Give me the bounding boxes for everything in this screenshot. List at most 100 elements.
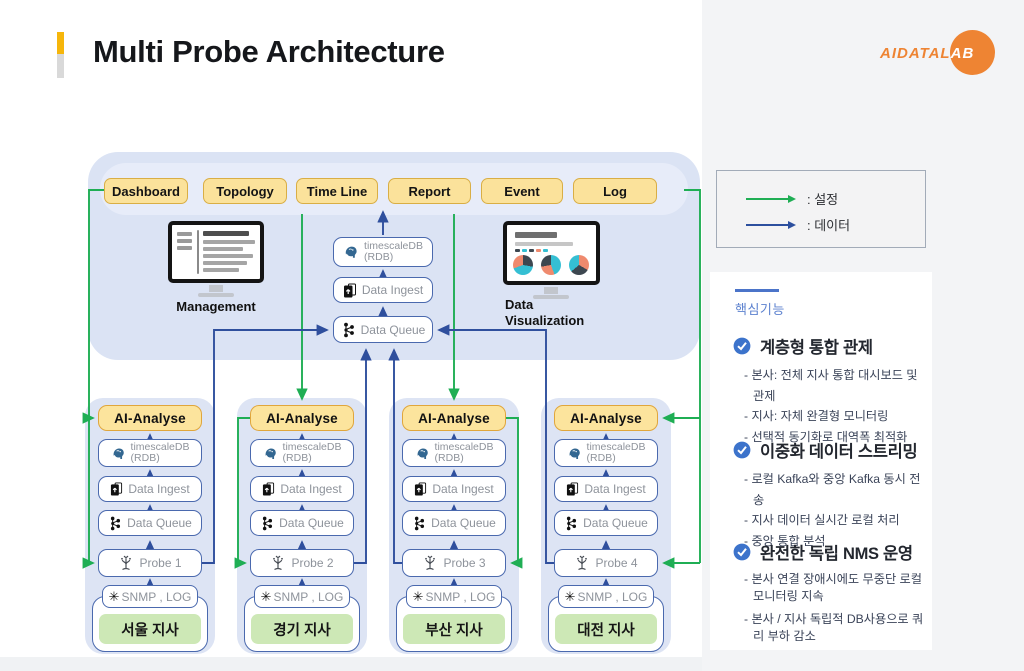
bullet: - 지사 데이터 실시간 로컬 처리 [744, 513, 900, 527]
data-ingest-node: Data Ingest [402, 476, 506, 502]
probe-node: Probe 1 [98, 549, 202, 577]
file-import-icon [566, 482, 579, 496]
legend-box: : 설정 : 데이터 [716, 170, 926, 248]
brand-logo-circle [950, 30, 995, 75]
features-card [710, 272, 932, 650]
central-data-ingest-node: Data Ingest [333, 277, 433, 303]
kafka-icon [341, 322, 356, 338]
monitor-stand [209, 285, 223, 292]
title-accent-bar-gray [57, 54, 64, 78]
visualization-label: Data Visualization [505, 297, 585, 328]
antenna-icon [118, 555, 134, 571]
bullet: - 선택적 동기화로 대역폭 최적화 [744, 429, 908, 444]
ai-analyse-node: AI-Analyse [250, 405, 354, 431]
antenna-icon [422, 555, 438, 571]
menu-item-report: Report [388, 178, 471, 204]
green-arrow-icon [746, 194, 796, 203]
title-accent-bar-yellow [57, 32, 64, 54]
menu-item-log: Log [573, 178, 657, 204]
central-timescaledb-node: timescaleDB(RDB) [333, 237, 433, 267]
bullet: - 중앙 통합 분석 [744, 533, 826, 548]
gear-icon: ✳ [412, 589, 424, 604]
feature-section-1: 계층형 통합 관제 - 본사: 전체 지사 통합 대시보드 및 관제 - 지사:… [733, 334, 925, 447]
features-heading: 핵심기능 [735, 302, 785, 317]
monitor-stand-base [198, 293, 234, 297]
file-import-icon [414, 482, 427, 496]
probe-column-seoul: AI-Analyse timescaleDB(RDB) Data Ingest … [85, 398, 215, 654]
postgres-elephant-icon [567, 446, 582, 461]
snmp-log-node: ✳ SNMP , LOG [102, 585, 198, 608]
brand-logo: AIDATALAB [880, 45, 975, 62]
ai-analyse-node: AI-Analyse [554, 405, 658, 431]
gear-icon: ✳ [260, 589, 272, 604]
pie-chart [513, 255, 533, 275]
menu-item-event: Event [481, 178, 563, 204]
probe-column-busan: AI-Analyse timescaleDB(RDB) Data Ingest … [389, 398, 519, 654]
data-queue-node: Data Queue [98, 510, 202, 536]
data-ingest-node: Data Ingest [250, 476, 354, 502]
bullet: - 본사: 전체 지사 통합 대시보드 및 관제 [744, 368, 918, 403]
central-data-queue-node: Data Queue [333, 316, 433, 343]
check-circle-icon [733, 441, 751, 459]
postgres-elephant-icon [111, 446, 126, 461]
data-ingest-node: Data Ingest [554, 476, 658, 502]
section-title: 완전한 독립 NMS 운영 [760, 545, 913, 563]
data-ingest-node: Data Ingest [98, 476, 202, 502]
menu-item-timeline: Time Line [296, 178, 378, 204]
branch-label: 경기 지사 [251, 614, 353, 644]
gear-icon: ✳ [108, 589, 120, 604]
legend-data: : 데이터 [745, 215, 850, 234]
kafka-icon [412, 516, 426, 531]
menu-item-topology: Topology [203, 178, 287, 204]
branch-label: 부산 지사 [403, 614, 505, 644]
antenna-icon [270, 555, 286, 571]
snmp-log-node: ✳ SNMP , LOG [558, 585, 654, 608]
gear-icon: ✳ [564, 589, 576, 604]
probe-node: Probe 4 [554, 549, 658, 577]
management-monitor [168, 221, 264, 283]
data-queue-node: Data Queue [554, 510, 658, 536]
management-label: Management [176, 299, 256, 314]
section-title: 이중화 데이터 스트리밍 [760, 443, 918, 461]
bullet: - 본사 연결 장애시에도 무중단 로컬 모니터링 지속 [744, 572, 922, 603]
probe-node: Probe 2 [250, 549, 354, 577]
visualization-monitor [503, 221, 600, 285]
pie-chart [541, 255, 561, 275]
check-circle-icon [733, 543, 751, 561]
antenna-icon [574, 555, 590, 571]
bullet: - 본사 / 지사 독립적 DB사용으로 쿼리 부하 감소 [744, 612, 924, 643]
section-title: 계층형 통합 관제 [760, 339, 873, 357]
settings-lines [82, 189, 701, 569]
check-circle-icon [733, 337, 751, 355]
timescaledb-node: timescaleDB(RDB) [402, 439, 506, 467]
bullet: - 로컬 Kafka와 중앙 Kafka 동시 전송 [744, 472, 921, 507]
file-import-icon [262, 482, 275, 496]
menu-item-dashboard: Dashboard [104, 178, 188, 204]
branch-label: 서울 지사 [99, 614, 201, 644]
kafka-icon [564, 516, 578, 531]
postgres-elephant-icon [415, 446, 430, 461]
monitor-stand [544, 287, 558, 294]
snmp-log-node: ✳ SNMP , LOG [254, 585, 350, 608]
snmp-log-node: ✳ SNMP , LOG [406, 585, 502, 608]
page-title: Multi Probe Architecture [93, 34, 445, 69]
monitor-stand-base [533, 295, 569, 299]
data-lines [144, 210, 612, 591]
file-import-icon [110, 482, 123, 496]
pie-chart [569, 255, 589, 275]
ai-analyse-node: AI-Analyse [402, 405, 506, 431]
feature-section-3: 완전한 독립 NMS 운영 - 본사 연결 장애시에도 무중단 로컬 모니터링 … [733, 540, 925, 645]
kafka-icon [260, 516, 274, 531]
postgres-elephant-icon [343, 244, 359, 260]
blue-arrow-icon [746, 220, 796, 229]
branch-label: 대전 지사 [555, 614, 657, 644]
probe-column-daejeon: AI-Analyse timescaleDB(RDB) Data Ingest … [541, 398, 671, 654]
features-heading-rule [735, 289, 779, 292]
bullet: - 지사: 자체 완결형 모니터링 [744, 409, 889, 423]
kafka-icon [108, 516, 122, 531]
ai-analyse-node: AI-Analyse [98, 405, 202, 431]
data-queue-node: Data Queue [250, 510, 354, 536]
bottom-margin [0, 657, 702, 671]
